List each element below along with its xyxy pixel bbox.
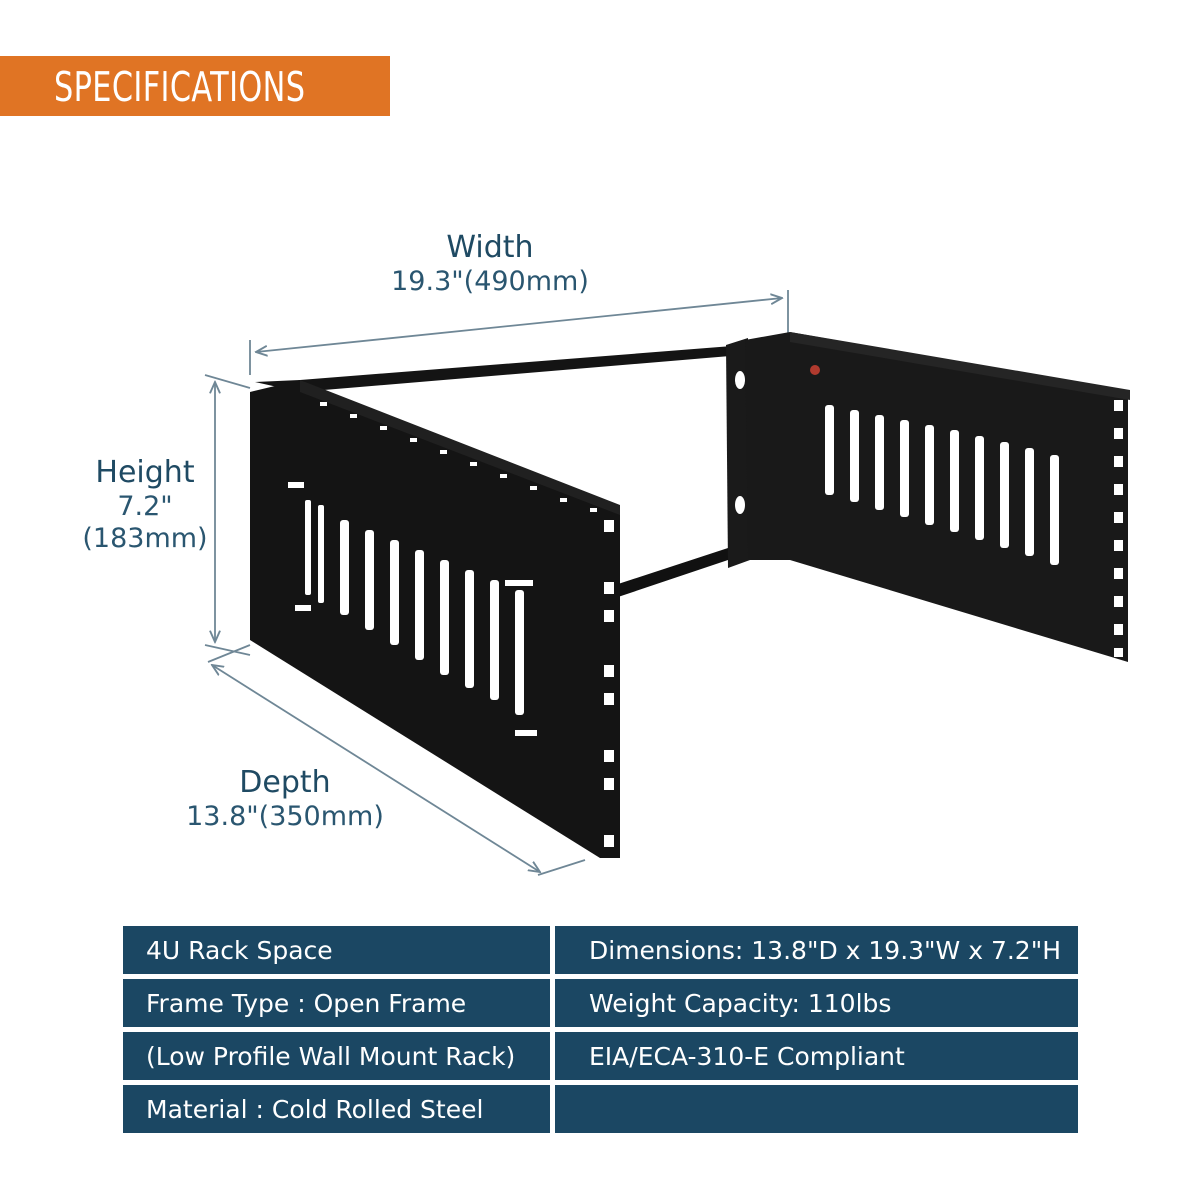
spec-cell-right xyxy=(555,1085,1078,1133)
spec-cell-right: Weight Capacity: 110lbs xyxy=(555,979,1078,1027)
rack-frame xyxy=(250,332,1130,858)
left-rail-holes xyxy=(604,520,614,847)
specs-table: 4U Rack Space Dimensions: 13.8"D x 19.3"… xyxy=(123,926,1078,1138)
table-row: Material : Cold Rolled Steel xyxy=(123,1085,1078,1133)
spec-cell-left: Frame Type : Open Frame xyxy=(123,979,550,1027)
table-row: (Low Profile Wall Mount Rack) EIA/ECA-31… xyxy=(123,1032,1078,1080)
table-row: 4U Rack Space Dimensions: 13.8"D x 19.3"… xyxy=(123,926,1078,974)
spec-cell-left: (Low Profile Wall Mount Rack) xyxy=(123,1032,550,1080)
height-value-in: 7.2" xyxy=(117,491,173,522)
height-value-mm: (183mm) xyxy=(82,523,208,555)
spec-cell-right: Dimensions: 13.8"D x 19.3"W x 7.2"H xyxy=(555,926,1078,974)
width-dimension-line xyxy=(249,290,789,375)
width-label: Width xyxy=(446,230,534,265)
depth-dimension: Depth 13.8"(350mm) xyxy=(150,765,420,833)
depth-value: 13.8"(350mm) xyxy=(186,801,384,832)
table-row: Frame Type : Open Frame Weight Capacity:… xyxy=(123,979,1078,1027)
right-rail-holes xyxy=(1114,400,1123,657)
spec-cell-left: 4U Rack Space xyxy=(123,926,550,974)
spec-cell-right: EIA/ECA-310-E Compliant xyxy=(555,1032,1078,1080)
left-panel-vents xyxy=(305,500,524,715)
width-value: 19.3"(490mm) xyxy=(391,266,589,297)
depth-dimension-line xyxy=(207,644,586,876)
spec-cell-left: Material : Cold Rolled Steel xyxy=(123,1085,550,1133)
specifications-title: SPECIFICATIONS xyxy=(54,63,306,111)
product-drawing xyxy=(204,290,1130,876)
width-dimension: Width 19.3"(490mm) xyxy=(340,230,640,298)
right-panel-vents xyxy=(825,405,1059,565)
specifications-banner: SPECIFICATIONS xyxy=(0,56,390,116)
height-label: Height xyxy=(95,455,195,490)
height-dimension-line xyxy=(204,374,251,656)
depth-label: Depth xyxy=(239,765,331,800)
height-dimension: Height 7.2" (183mm) xyxy=(50,455,240,556)
